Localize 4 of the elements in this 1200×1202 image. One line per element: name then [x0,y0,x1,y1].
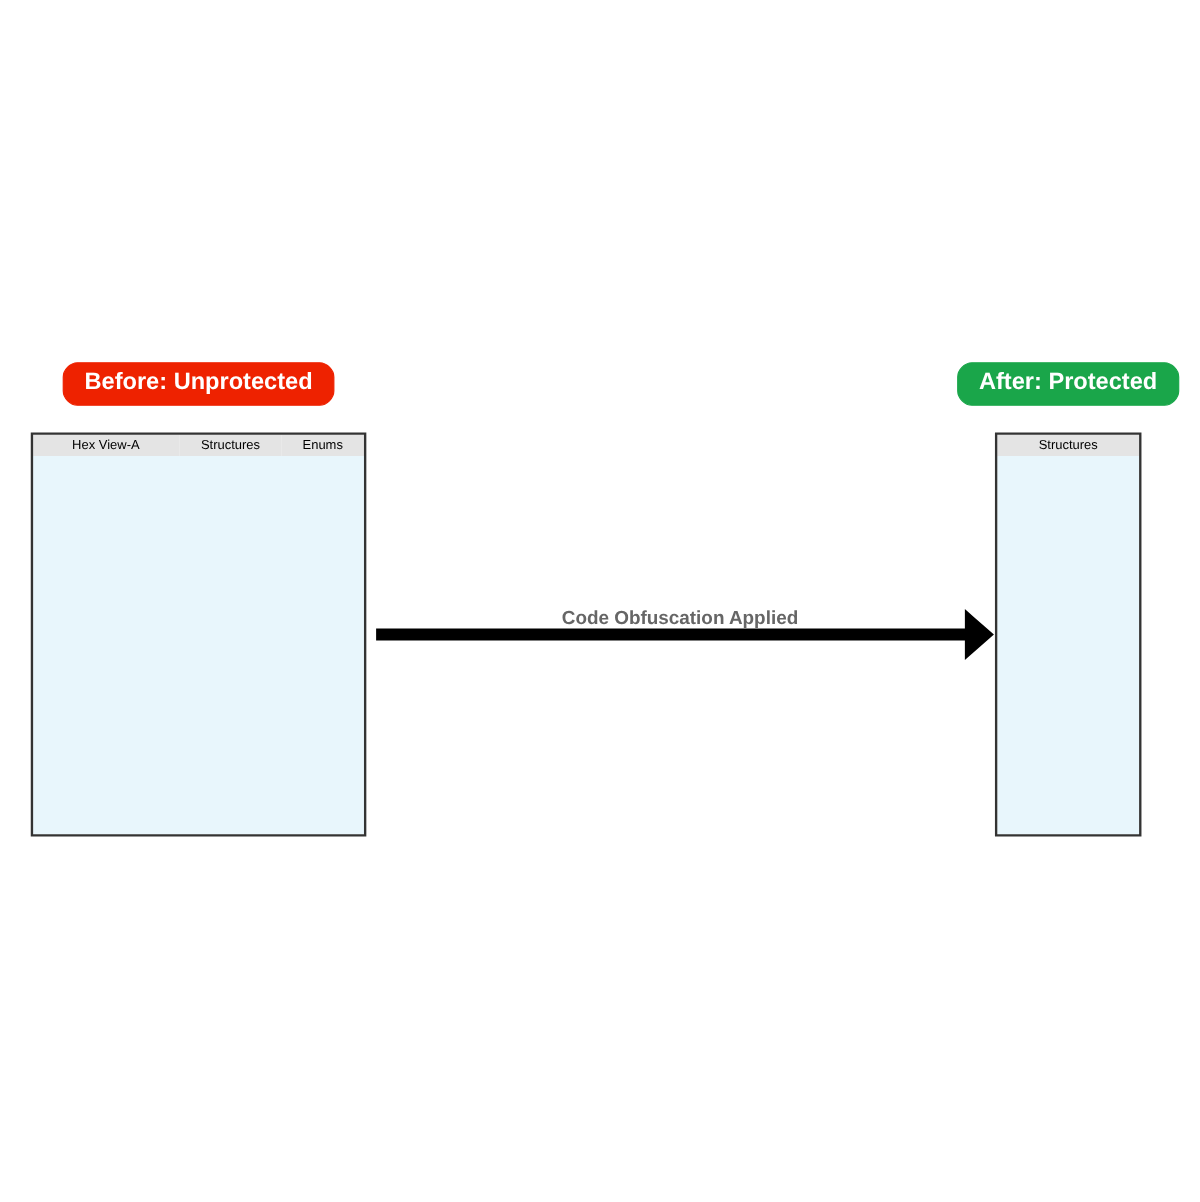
arrow [376,608,994,659]
node-box: Before: Unprotected [62,361,335,405]
edge-label: Code Obfuscation Applied [561,606,799,629]
node-box: After: Protected [957,361,1180,405]
